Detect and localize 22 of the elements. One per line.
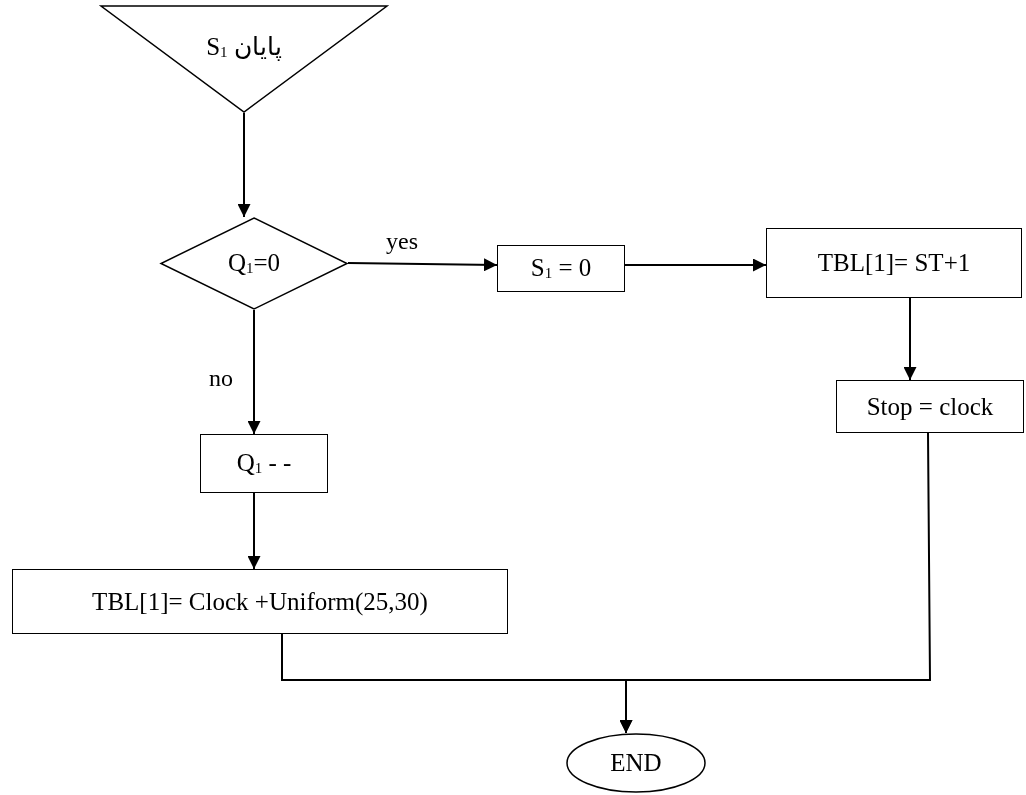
terminal-ellipse: [566, 733, 706, 793]
process-box: [836, 380, 1024, 433]
arrow: [237, 112, 251, 218]
decision-diamond: [160, 217, 348, 310]
node-label: Q$_{1}$ - -: [236, 449, 292, 478]
end-triangle: [100, 5, 388, 113]
node-label: TBL[1]= Clock +Uniform(25,30): [92, 587, 428, 616]
node-label: Stop = clock: [866, 392, 994, 421]
arrow: [903, 297, 917, 381]
process-box: [766, 228, 1022, 298]
process-box: [497, 245, 625, 292]
arrow: [624, 258, 767, 272]
node-label: Q$_{1}$=0: [227, 249, 281, 278]
node-label: TBL[1]= ST+1: [817, 249, 971, 277]
arrow: [347, 258, 498, 272]
arrow: [619, 432, 931, 734]
process-box: [12, 569, 508, 634]
arrow: [247, 309, 261, 435]
node-label: END: [610, 749, 662, 777]
arrow: [247, 492, 261, 570]
process-box: [200, 434, 328, 493]
node-label: S$_{1}$ = 0: [530, 254, 592, 283]
